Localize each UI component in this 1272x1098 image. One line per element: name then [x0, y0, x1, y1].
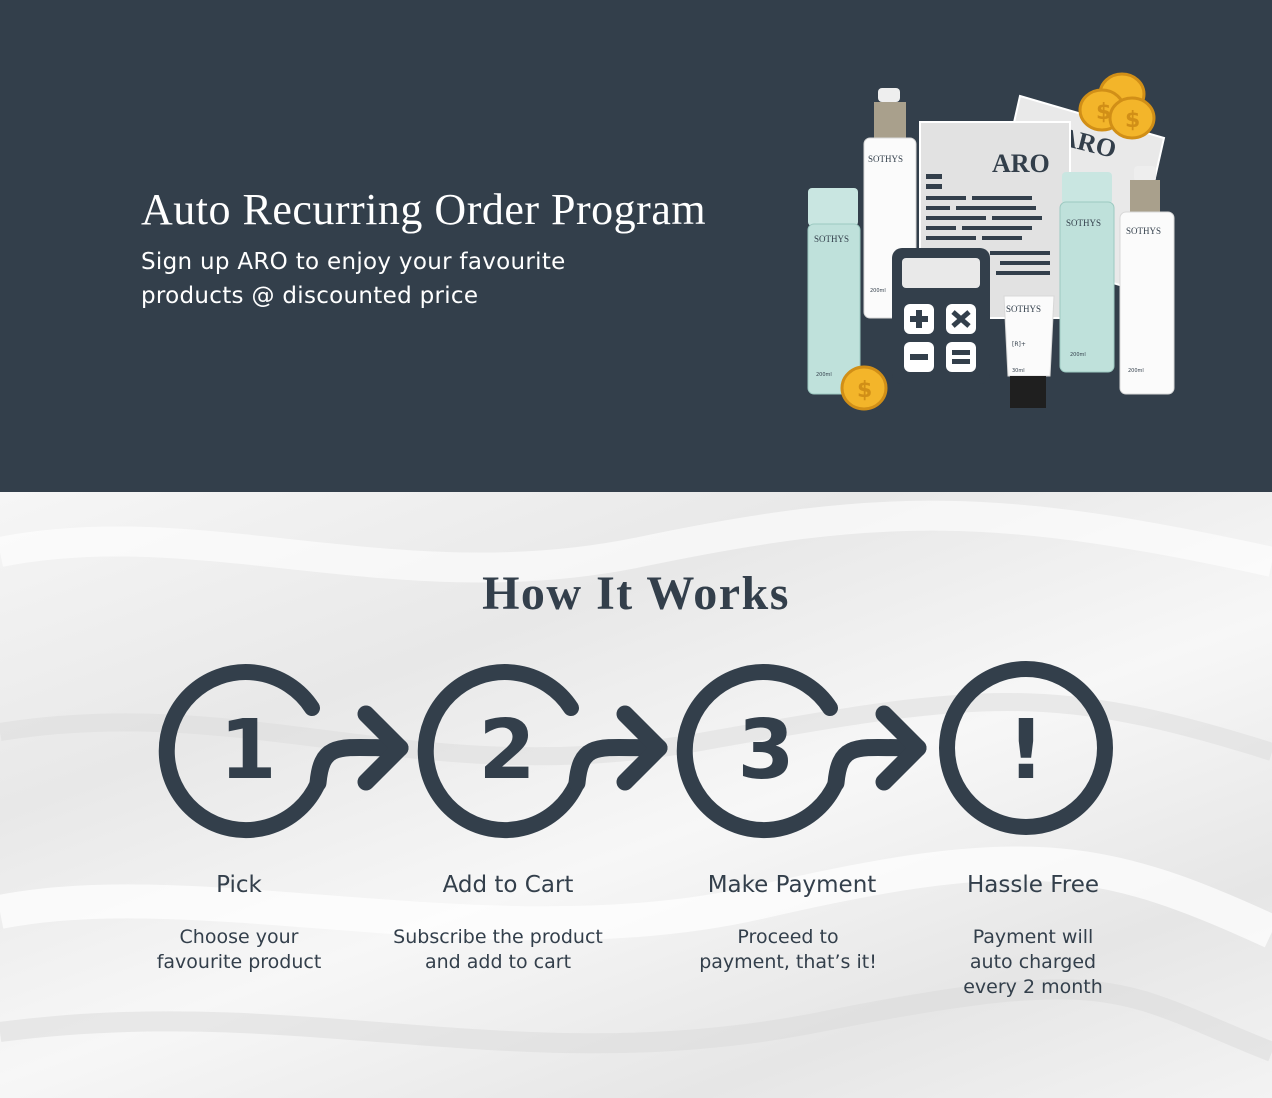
svg-text:$: $	[857, 378, 872, 403]
step-number: !	[1007, 703, 1044, 798]
step-label: Pick	[216, 872, 262, 898]
hero-banner: Auto Recurring Order Program Sign up ARO…	[0, 0, 1272, 492]
svg-text:30ml: 30ml	[1012, 368, 1025, 374]
hero-subtitle-line: Sign up ARO to enjoy your favourite	[141, 249, 566, 275]
step-circle	[158, 664, 326, 838]
svg-text:SOTHYS: SOTHYS	[868, 154, 903, 164]
section-title: How It Works	[482, 567, 790, 620]
step-label: Add to Cart	[442, 872, 574, 898]
svg-text:200ml: 200ml	[816, 372, 832, 378]
svg-text:SOTHYS: SOTHYS	[1126, 226, 1161, 236]
document-icon: ARO ARO	[919, 94, 1166, 319]
document-label: ARO	[992, 149, 1050, 178]
step-description: Proceed to payment, that’s it!	[699, 926, 877, 973]
svg-text:[R]+: [R]+	[1012, 341, 1026, 348]
svg-text:$: $	[1096, 100, 1111, 125]
product-bottle: SOTHYS 200ml	[1119, 166, 1175, 395]
arrow-right-icon	[827, 705, 927, 792]
svg-text:SOTHYS: SOTHYS	[814, 234, 849, 244]
arrow-right-icon	[568, 705, 668, 792]
step-description: Subscribe the product and add to cart	[393, 926, 603, 973]
svg-text:200ml: 200ml	[1128, 368, 1144, 374]
coin-icon: $	[840, 365, 888, 411]
svg-text:200ml: 200ml	[870, 288, 886, 294]
step-circle	[676, 664, 844, 838]
step-description: Payment will auto charged every 2 month	[963, 926, 1103, 998]
step-circle	[939, 661, 1113, 835]
svg-text:SOTHYS: SOTHYS	[1066, 218, 1101, 228]
hero-subtitle-line: products @ discounted price	[141, 283, 479, 309]
step-number: 2	[478, 703, 535, 798]
arrow-right-icon	[309, 705, 409, 792]
step-number: 1	[219, 703, 276, 798]
coin-icon: $ $	[1078, 72, 1156, 140]
product-bottle: SOTHYS 200ml	[807, 188, 861, 395]
svg-text:$: $	[1125, 108, 1140, 133]
svg-text:SOTHYS: SOTHYS	[1006, 304, 1041, 314]
product-bottle: SOTHYS 200ml	[1059, 172, 1115, 373]
product-tube: SOTHYS [R]+ 30ml	[1003, 295, 1055, 408]
how-it-works-section: How It Works 1 2 3 ! Pick Add to Cart Ma…	[0, 492, 1272, 1098]
step-label: Make Payment	[707, 872, 877, 898]
svg-text:200ml: 200ml	[1070, 352, 1086, 358]
calculator-icon	[892, 248, 990, 384]
aro-products-illustration: ARO ARO $ $	[807, 72, 1175, 411]
step-label: Hassle Free	[966, 872, 1099, 898]
step-circle	[417, 664, 585, 838]
hero-subtitle: Sign up ARO to enjoy your favourite prod…	[141, 245, 701, 313]
steps-diagram: 1 2 3 !	[158, 661, 1113, 838]
step-number: 3	[737, 703, 794, 798]
step-description: Choose your favourite product	[156, 926, 322, 973]
hero-title: Auto Recurring Order Program	[141, 185, 707, 234]
